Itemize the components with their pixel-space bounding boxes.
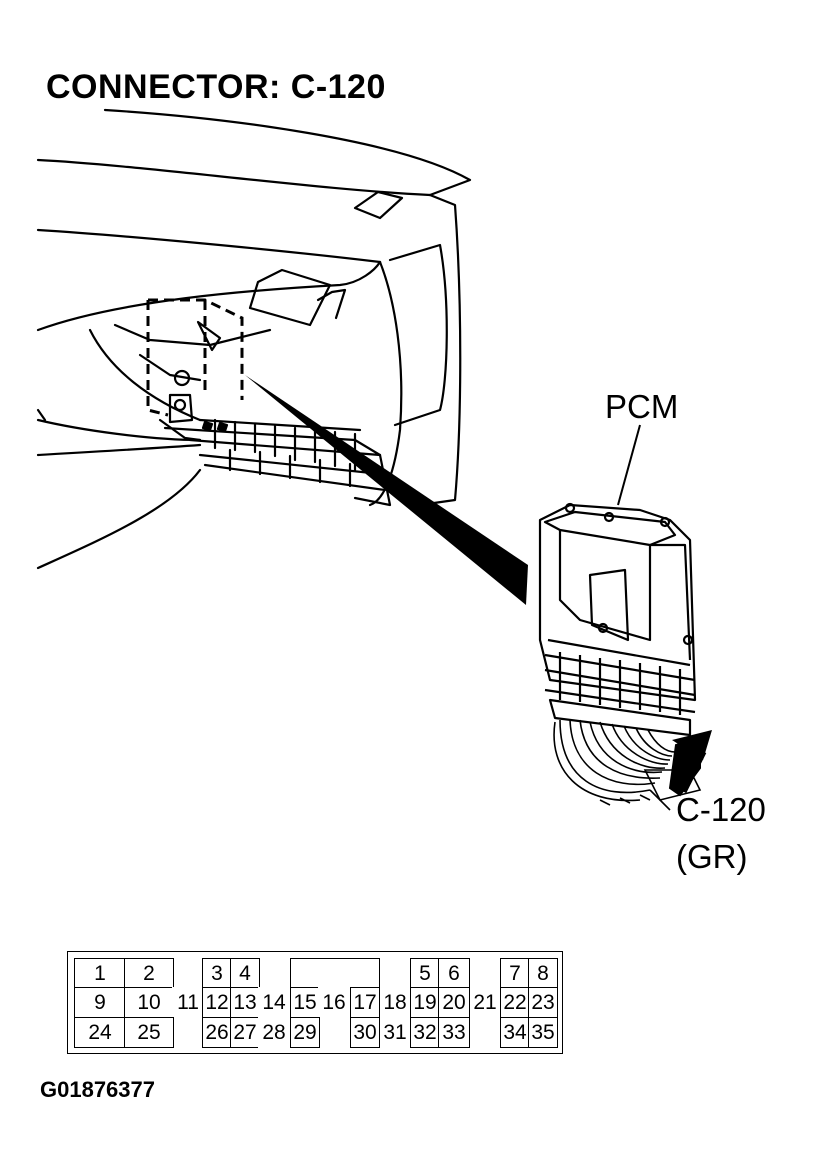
pin-17: 17 xyxy=(350,987,380,1018)
connector-pinout: 1 2 3 4 5 6 7 8 9 10 11 12 13 14 15 16 1… xyxy=(67,951,563,1054)
pin-6: 6 xyxy=(438,958,470,988)
pin-11: 11 xyxy=(172,987,204,1018)
pin-9: 9 xyxy=(74,987,126,1018)
pin-3: 3 xyxy=(202,958,232,988)
pin-27: 27 xyxy=(230,1017,260,1048)
figure-id: G01876377 xyxy=(40,1077,155,1102)
pin-23: 23 xyxy=(528,987,558,1018)
pin-22: 22 xyxy=(500,987,530,1018)
pin-35: 35 xyxy=(528,1017,558,1048)
pin-1: 1 xyxy=(74,958,126,988)
connector-color-label: (GR) xyxy=(676,838,748,875)
pin-24: 24 xyxy=(74,1017,126,1048)
pin-32: 32 xyxy=(410,1017,440,1048)
pin-28: 28 xyxy=(258,1017,290,1048)
pin-21: 21 xyxy=(470,987,500,1018)
pin-4: 4 xyxy=(230,958,260,988)
blank-cell xyxy=(290,958,380,988)
pin-16: 16 xyxy=(318,987,350,1018)
pin-34: 34 xyxy=(500,1017,530,1048)
pin-8: 8 xyxy=(528,958,558,988)
pin-30: 30 xyxy=(350,1017,380,1048)
pin-20: 20 xyxy=(438,987,470,1018)
pin-7: 7 xyxy=(500,958,530,988)
pin-2: 2 xyxy=(124,958,174,988)
pin-10: 10 xyxy=(124,987,174,1018)
diagram-title: CONNECTOR: C-120 xyxy=(46,68,386,106)
pin-19: 19 xyxy=(410,987,440,1018)
pin-15: 15 xyxy=(290,987,320,1018)
pin-13: 13 xyxy=(230,987,260,1018)
pin-26: 26 xyxy=(202,1017,232,1048)
pin-33: 33 xyxy=(438,1017,470,1048)
connector-label: C-120 xyxy=(676,791,766,828)
pin-29: 29 xyxy=(290,1017,320,1048)
pin-25: 25 xyxy=(124,1017,174,1048)
pin-31: 31 xyxy=(380,1017,410,1048)
pin-14: 14 xyxy=(258,987,290,1018)
pin-18: 18 xyxy=(380,987,410,1018)
pcm-label: PCM xyxy=(605,388,679,425)
pin-12: 12 xyxy=(202,987,232,1018)
pin-5: 5 xyxy=(410,958,440,988)
